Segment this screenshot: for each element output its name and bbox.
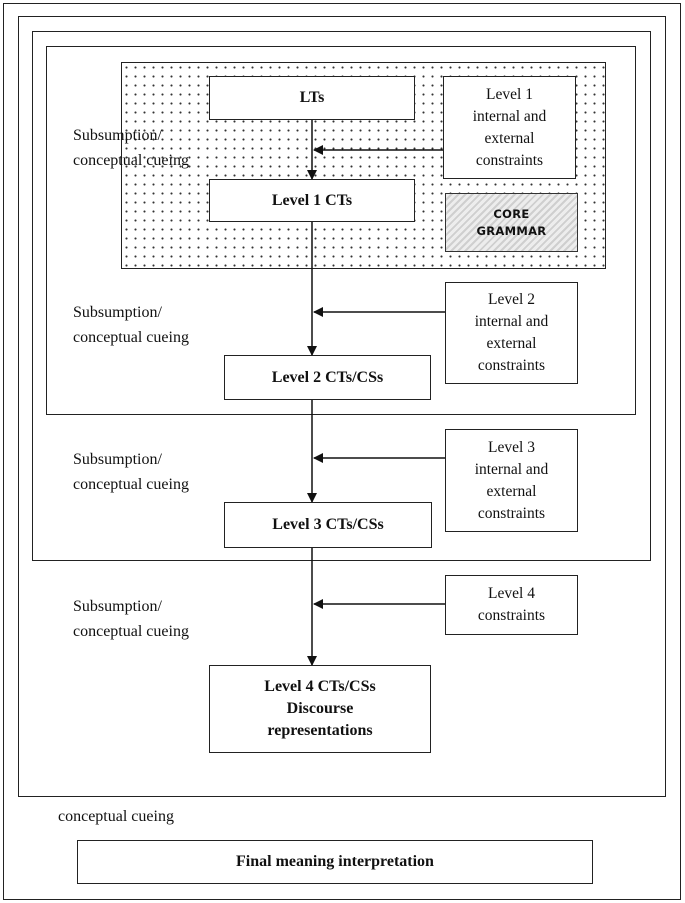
cueing-label-1: Subsumption/ conceptual cueing xyxy=(73,127,189,169)
constraint-line: external xyxy=(484,129,535,147)
constraint-line: Level 2 xyxy=(488,291,535,308)
level-2-frame xyxy=(46,46,636,415)
constraint-line: internal and xyxy=(472,107,547,125)
constraint-line: Level 4 xyxy=(488,585,535,602)
level-4-label: representations xyxy=(267,722,373,739)
level-1-label: Level 1 CTs xyxy=(271,191,353,209)
level-3-frame xyxy=(32,31,651,561)
level-3-box: Level 3 CTs/CSs xyxy=(224,502,432,548)
level-1-box: Level 1 CTs xyxy=(209,179,415,222)
core-grammar-line: CORE xyxy=(493,206,530,221)
constraint-line: Level 3 xyxy=(488,438,535,456)
level-4-constraints-box: Level 4 constraints xyxy=(445,575,578,635)
level-2-label: Level 2 CTs/CSs xyxy=(271,368,384,386)
bottom-cueing-label: conceptual cueing xyxy=(58,808,174,825)
constraint-line: Level 1 xyxy=(486,85,533,103)
level-2-box: Level 2 CTs/CSs xyxy=(224,355,431,400)
level-2-constraints-box: Level 2 internal and external constraint… xyxy=(445,282,578,384)
cueing-label-2: Subsumption/ conceptual cueing xyxy=(73,304,189,346)
core-grammar-box: CORE GRAMMAR xyxy=(445,193,578,252)
final-interpretation-label: Final meaning interpretation xyxy=(236,853,434,870)
constraint-line: constraints xyxy=(477,504,546,522)
level-4-label: Discourse xyxy=(286,700,354,717)
constraint-line: constraints xyxy=(475,151,544,169)
lts-box: LTs xyxy=(209,76,415,120)
cueing-label-3: Subsumption/ conceptual cueing xyxy=(73,451,189,493)
constraint-line: external xyxy=(486,335,537,352)
core-grammar-line: GRAMMAR xyxy=(476,223,547,238)
level-4-label: Level 4 CTs/CSs xyxy=(264,678,376,695)
constraint-line: internal and xyxy=(474,460,549,478)
level-3-label: Level 3 CTs/CSs xyxy=(272,516,384,533)
level-4-frame xyxy=(18,16,666,797)
level-3-constraints-box: Level 3 internal and external constraint… xyxy=(445,429,578,532)
final-interpretation-box: Final meaning interpretation xyxy=(77,840,593,884)
level-1-constraints-box: Level 1 internal and external constraint… xyxy=(443,76,576,179)
constraint-line: constraints xyxy=(477,607,546,624)
level-4-box: Level 4 CTs/CSs Discourse representation… xyxy=(209,665,431,753)
lts-label: LTs xyxy=(299,89,325,106)
outer-frame xyxy=(3,3,681,900)
cueing-label-4: Subsumption/ conceptual cueing xyxy=(73,598,189,640)
constraint-line: constraints xyxy=(477,357,546,374)
constraint-line: internal and xyxy=(474,313,549,330)
constraint-line: external xyxy=(486,482,537,500)
